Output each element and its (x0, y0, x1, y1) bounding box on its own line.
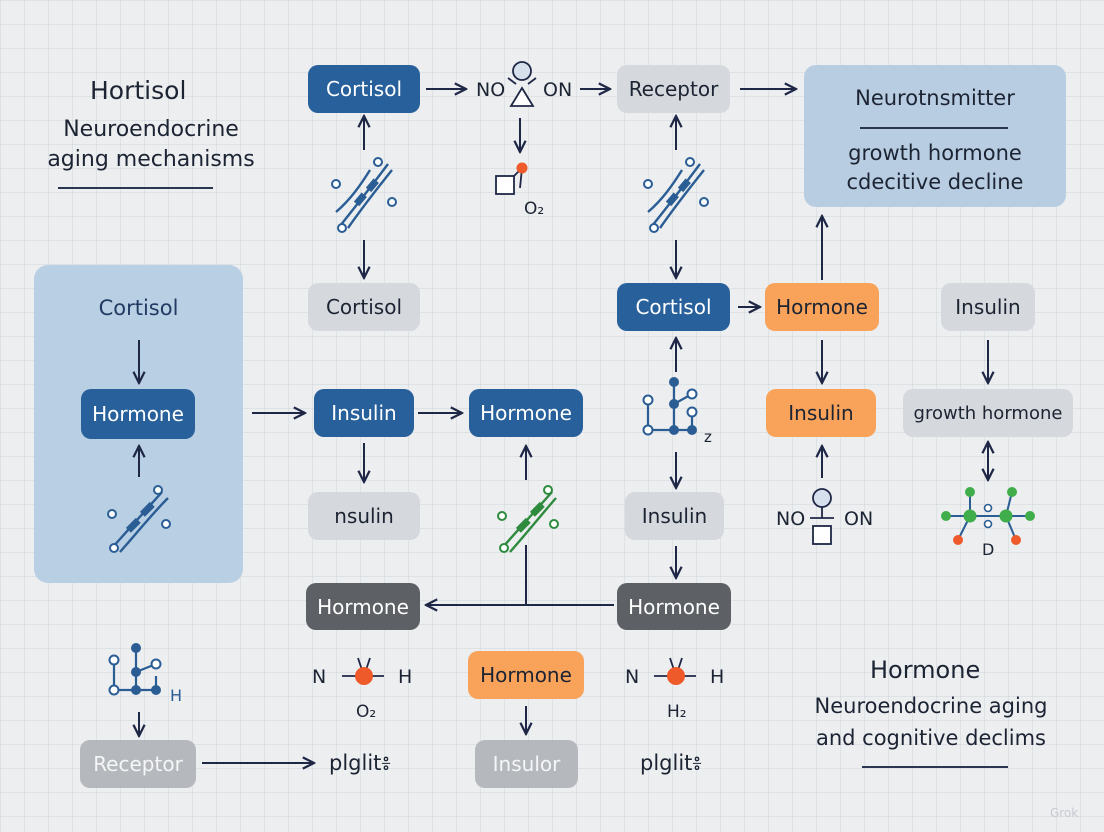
insulor-bottom-node[interactable]: Insulor (475, 740, 578, 788)
green-network-molecule-icon (941, 487, 1035, 545)
top-right-panel (804, 65, 1066, 207)
h-label-right: H (710, 666, 725, 688)
receptor-top-node[interactable]: Receptor (617, 65, 730, 113)
water-molecule-icon-right (654, 657, 696, 685)
on-label-top: ON (543, 79, 573, 101)
left-panel-hormone-node[interactable]: Hormone (81, 389, 195, 439)
bottom-right-subtitle-2: and cognitive declims (815, 726, 1046, 750)
no-label-mid: NO (776, 508, 806, 530)
top-left-subtitle-1: Neuroendocrine (63, 117, 239, 142)
insulin-orange-node[interactable]: Insulin (766, 389, 876, 437)
h2-label-bottom: H₂ (667, 702, 687, 722)
panel-line-2: cdecitive decline (846, 170, 1024, 194)
hormone-dark-left-node[interactable]: Hormone (306, 583, 420, 630)
cortisol-center-node[interactable]: Cortisol (617, 283, 730, 331)
nsulin-node[interactable]: nsulin (308, 492, 420, 540)
cortisol-top-node[interactable]: Cortisol (308, 65, 420, 113)
top-left-subtitle-2: aging mechanisms (47, 147, 255, 172)
h-label-left-molecule: H (170, 686, 183, 705)
hormone-dark-right-node[interactable]: Hormone (617, 583, 731, 630)
h-label-left: H (398, 666, 413, 688)
receptor-bottom-node[interactable]: Receptor (80, 740, 196, 788)
bottom-right-subtitle-1: Neuroendocrine aging (814, 694, 1048, 718)
n-label-left: N (312, 666, 327, 688)
hormone-orange-bottom-node[interactable]: Hormone (468, 651, 584, 699)
cortisol-mid-node[interactable]: Cortisol (308, 283, 420, 331)
hormone-orange-node[interactable]: Hormone (765, 283, 879, 331)
helix-icon-left-panel (107, 485, 171, 553)
plglit-label-left: plglit៖ (329, 751, 391, 775)
on-label-mid: ON (844, 508, 874, 530)
branched-molecule-icon-center (642, 377, 698, 436)
helix-icon-green (497, 485, 559, 553)
bottom-right-underline (862, 766, 1008, 768)
helix-icon-top-right (643, 157, 709, 233)
water-molecule-icon-left (342, 657, 384, 685)
hormone-blue-node[interactable]: Hormone (469, 389, 583, 437)
top-left-title: Hortisol (90, 76, 187, 105)
panel-title: Neurotnsmitter (855, 86, 1015, 110)
top-left-underline (58, 187, 213, 189)
left-panel-label: Cortisol (98, 296, 179, 320)
helix-icon-top-left (331, 157, 397, 233)
insulin-blue-node[interactable]: Insulin (314, 389, 414, 437)
no-on-molecule-icon-top (507, 61, 537, 107)
bottom-right-title: Hormone (870, 656, 981, 684)
square-oxygen-molecule-icon (495, 162, 528, 195)
d-label: D (982, 540, 995, 559)
z-label: z (704, 428, 712, 446)
insulin-light-center-node[interactable]: Insulin (625, 492, 724, 540)
panel-underline (860, 127, 1008, 129)
watermark: Grok (1050, 806, 1079, 820)
branched-molecule-icon-bottom-left (108, 643, 162, 696)
growth-hormone-node[interactable]: growth hormone (903, 389, 1073, 437)
plglit-label-right: plglit៖ (640, 751, 702, 775)
n-label-right: N (625, 666, 640, 688)
o2-label-top: O₂ (524, 199, 545, 219)
no-on-molecule-icon-mid (810, 488, 834, 545)
o2-label-bottom: O₂ (356, 702, 377, 722)
insulin-right-top-node[interactable]: Insulin (941, 283, 1035, 331)
no-label-top: NO (476, 79, 506, 101)
panel-line-1: growth hormone (848, 141, 1022, 165)
